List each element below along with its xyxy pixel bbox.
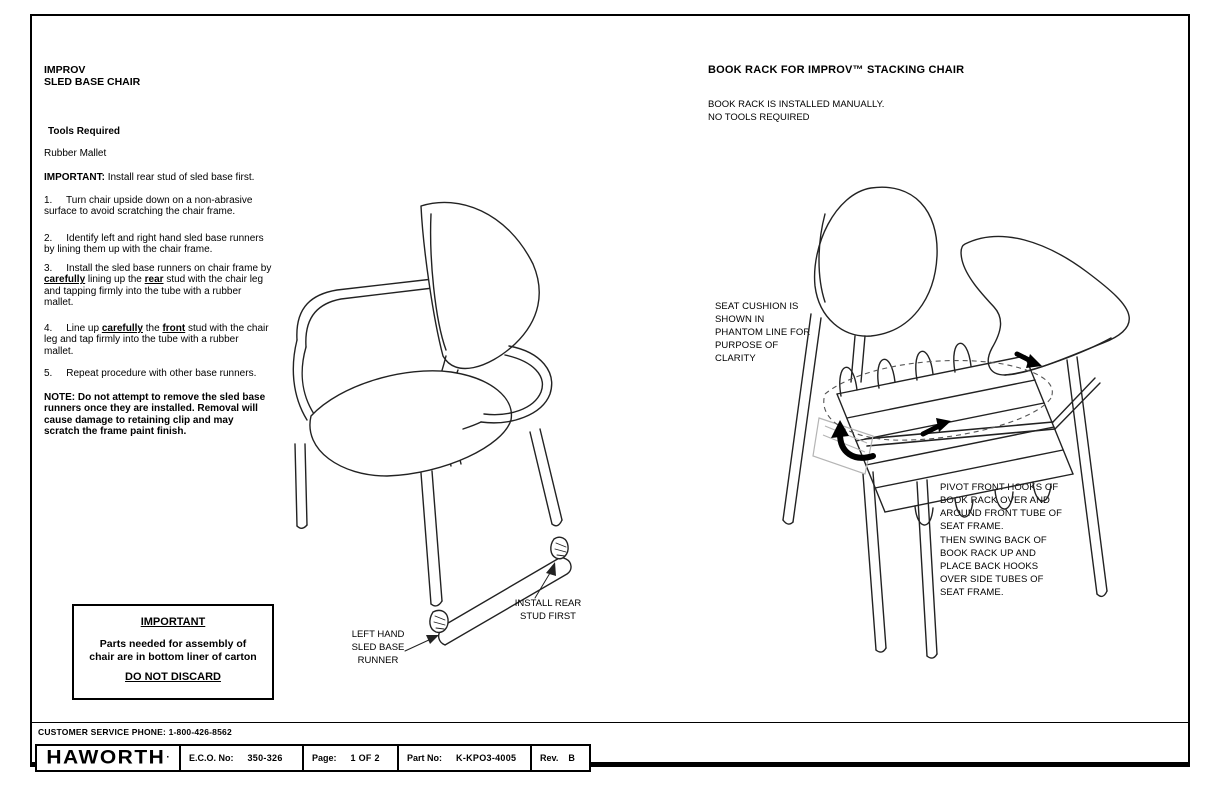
left-hand-runner-label: LEFT HAND SLED BASE RUNNER xyxy=(351,629,405,666)
step-4: 4. Line up carefully the front stud with… xyxy=(44,323,320,357)
page-value: 1 OF 2 xyxy=(350,753,380,763)
haworth-logo-mark: · xyxy=(166,752,170,763)
important-box: IMPORTANT Parts needed for assembly of c… xyxy=(72,604,274,700)
note-paragraph: NOTE: Do not attempt to remove the sled … xyxy=(44,392,266,437)
important-box-body: Parts needed for assembly of chair are i… xyxy=(89,638,257,663)
arrowhead-icon xyxy=(831,354,1042,438)
sled-chair-diagram: INSTALL REAR STUD FIRST LEFT HAND SLED B… xyxy=(283,188,623,668)
bookrack-chair-line-drawing xyxy=(782,186,1130,659)
eco-label: E.C.O. No: xyxy=(189,753,234,763)
leader-arrowhead-icon xyxy=(426,562,556,644)
text-segment-emphasis: front xyxy=(162,323,186,334)
haworth-logo-text: HAWORTH xyxy=(46,746,166,769)
tools-item: Rubber Mallet xyxy=(44,148,107,159)
bookrack-chair-diagram xyxy=(755,182,1163,672)
rev-cell: Rev. B xyxy=(530,744,591,772)
important-note: IMPORTANT: Install rear stud of sled bas… xyxy=(44,172,320,183)
part-cell: Part No: K-KPO3-4005 xyxy=(397,744,532,772)
step-3: 3. Install the sled base runners on chai… xyxy=(44,263,320,308)
text-segment: lining up the xyxy=(85,274,145,286)
important-box-title: IMPORTANT xyxy=(140,616,206,628)
text-segment: 4. Line up xyxy=(44,323,102,334)
bookrack-subnote: BOOK RACK IS INSTALLED MANUALLY. NO TOOL… xyxy=(708,99,885,123)
page-border xyxy=(30,14,1190,767)
haworth-logo: HAWORTH· xyxy=(35,744,181,772)
text-segment-emphasis: carefully xyxy=(101,323,143,334)
bookrack-heading: BOOK RACK FOR IMPROV™ STACKING CHAIR xyxy=(708,64,965,76)
page-label: Page: xyxy=(312,753,337,763)
eco-value: 350-326 xyxy=(247,753,283,763)
footer-divider xyxy=(32,722,1190,723)
rev-label: Rev. xyxy=(540,753,559,763)
text-segment-emphasis: carefully xyxy=(44,274,86,286)
part-value: K-KPO3-4005 xyxy=(456,753,517,763)
swing-note: THEN SWING BACK OF BOOK RACK UP AND PLAC… xyxy=(940,535,1047,598)
rev-value: B xyxy=(568,753,576,763)
eco-cell: E.C.O. No: 350-326 xyxy=(179,744,304,772)
text-segment: stud with the chair leg and tapping firm… xyxy=(44,274,264,308)
service-phone: CUSTOMER SERVICE PHONE: 1-800-426-8562 xyxy=(38,727,232,737)
product-title: IMPROV SLED BASE CHAIR xyxy=(44,64,141,88)
cushion-note: SEAT CUSHION IS SHOWN IN PHANTOM LINE FO… xyxy=(715,301,811,364)
text-segment: the xyxy=(142,323,163,334)
front-tube-arrow-icon xyxy=(920,423,942,437)
part-label: Part No: xyxy=(407,753,443,763)
phantom-cushion-outline xyxy=(823,359,1053,441)
important-note-text: Install rear stud of sled base first. xyxy=(104,172,255,183)
text-segment: stud with the chair leg and tap firmly i… xyxy=(44,323,269,357)
important-note-label: IMPORTANT: xyxy=(44,172,105,183)
step-2: 2. Identify left and right hand sled bas… xyxy=(44,233,264,256)
sled-chair-line-drawing xyxy=(292,201,572,652)
text-segment-emphasis: rear xyxy=(144,274,164,286)
tools-heading: Tools Required xyxy=(48,126,121,137)
important-box-footer: DO NOT DISCARD xyxy=(125,671,221,683)
step-1: 1. Turn chair upside down on a non-abras… xyxy=(44,195,253,218)
pivot-curved-arrow-icon xyxy=(837,431,876,461)
install-rear-stud-label: INSTALL REAR STUD FIRST xyxy=(514,598,582,622)
page-cell: Page: 1 OF 2 xyxy=(302,744,399,772)
title-block: HAWORTH· E.C.O. No: 350-326 Page: 1 OF 2… xyxy=(35,744,591,772)
step-5: 5. Repeat procedure with other base runn… xyxy=(44,368,257,379)
text-segment: 3. Install the sled base runners on chai… xyxy=(44,263,272,274)
